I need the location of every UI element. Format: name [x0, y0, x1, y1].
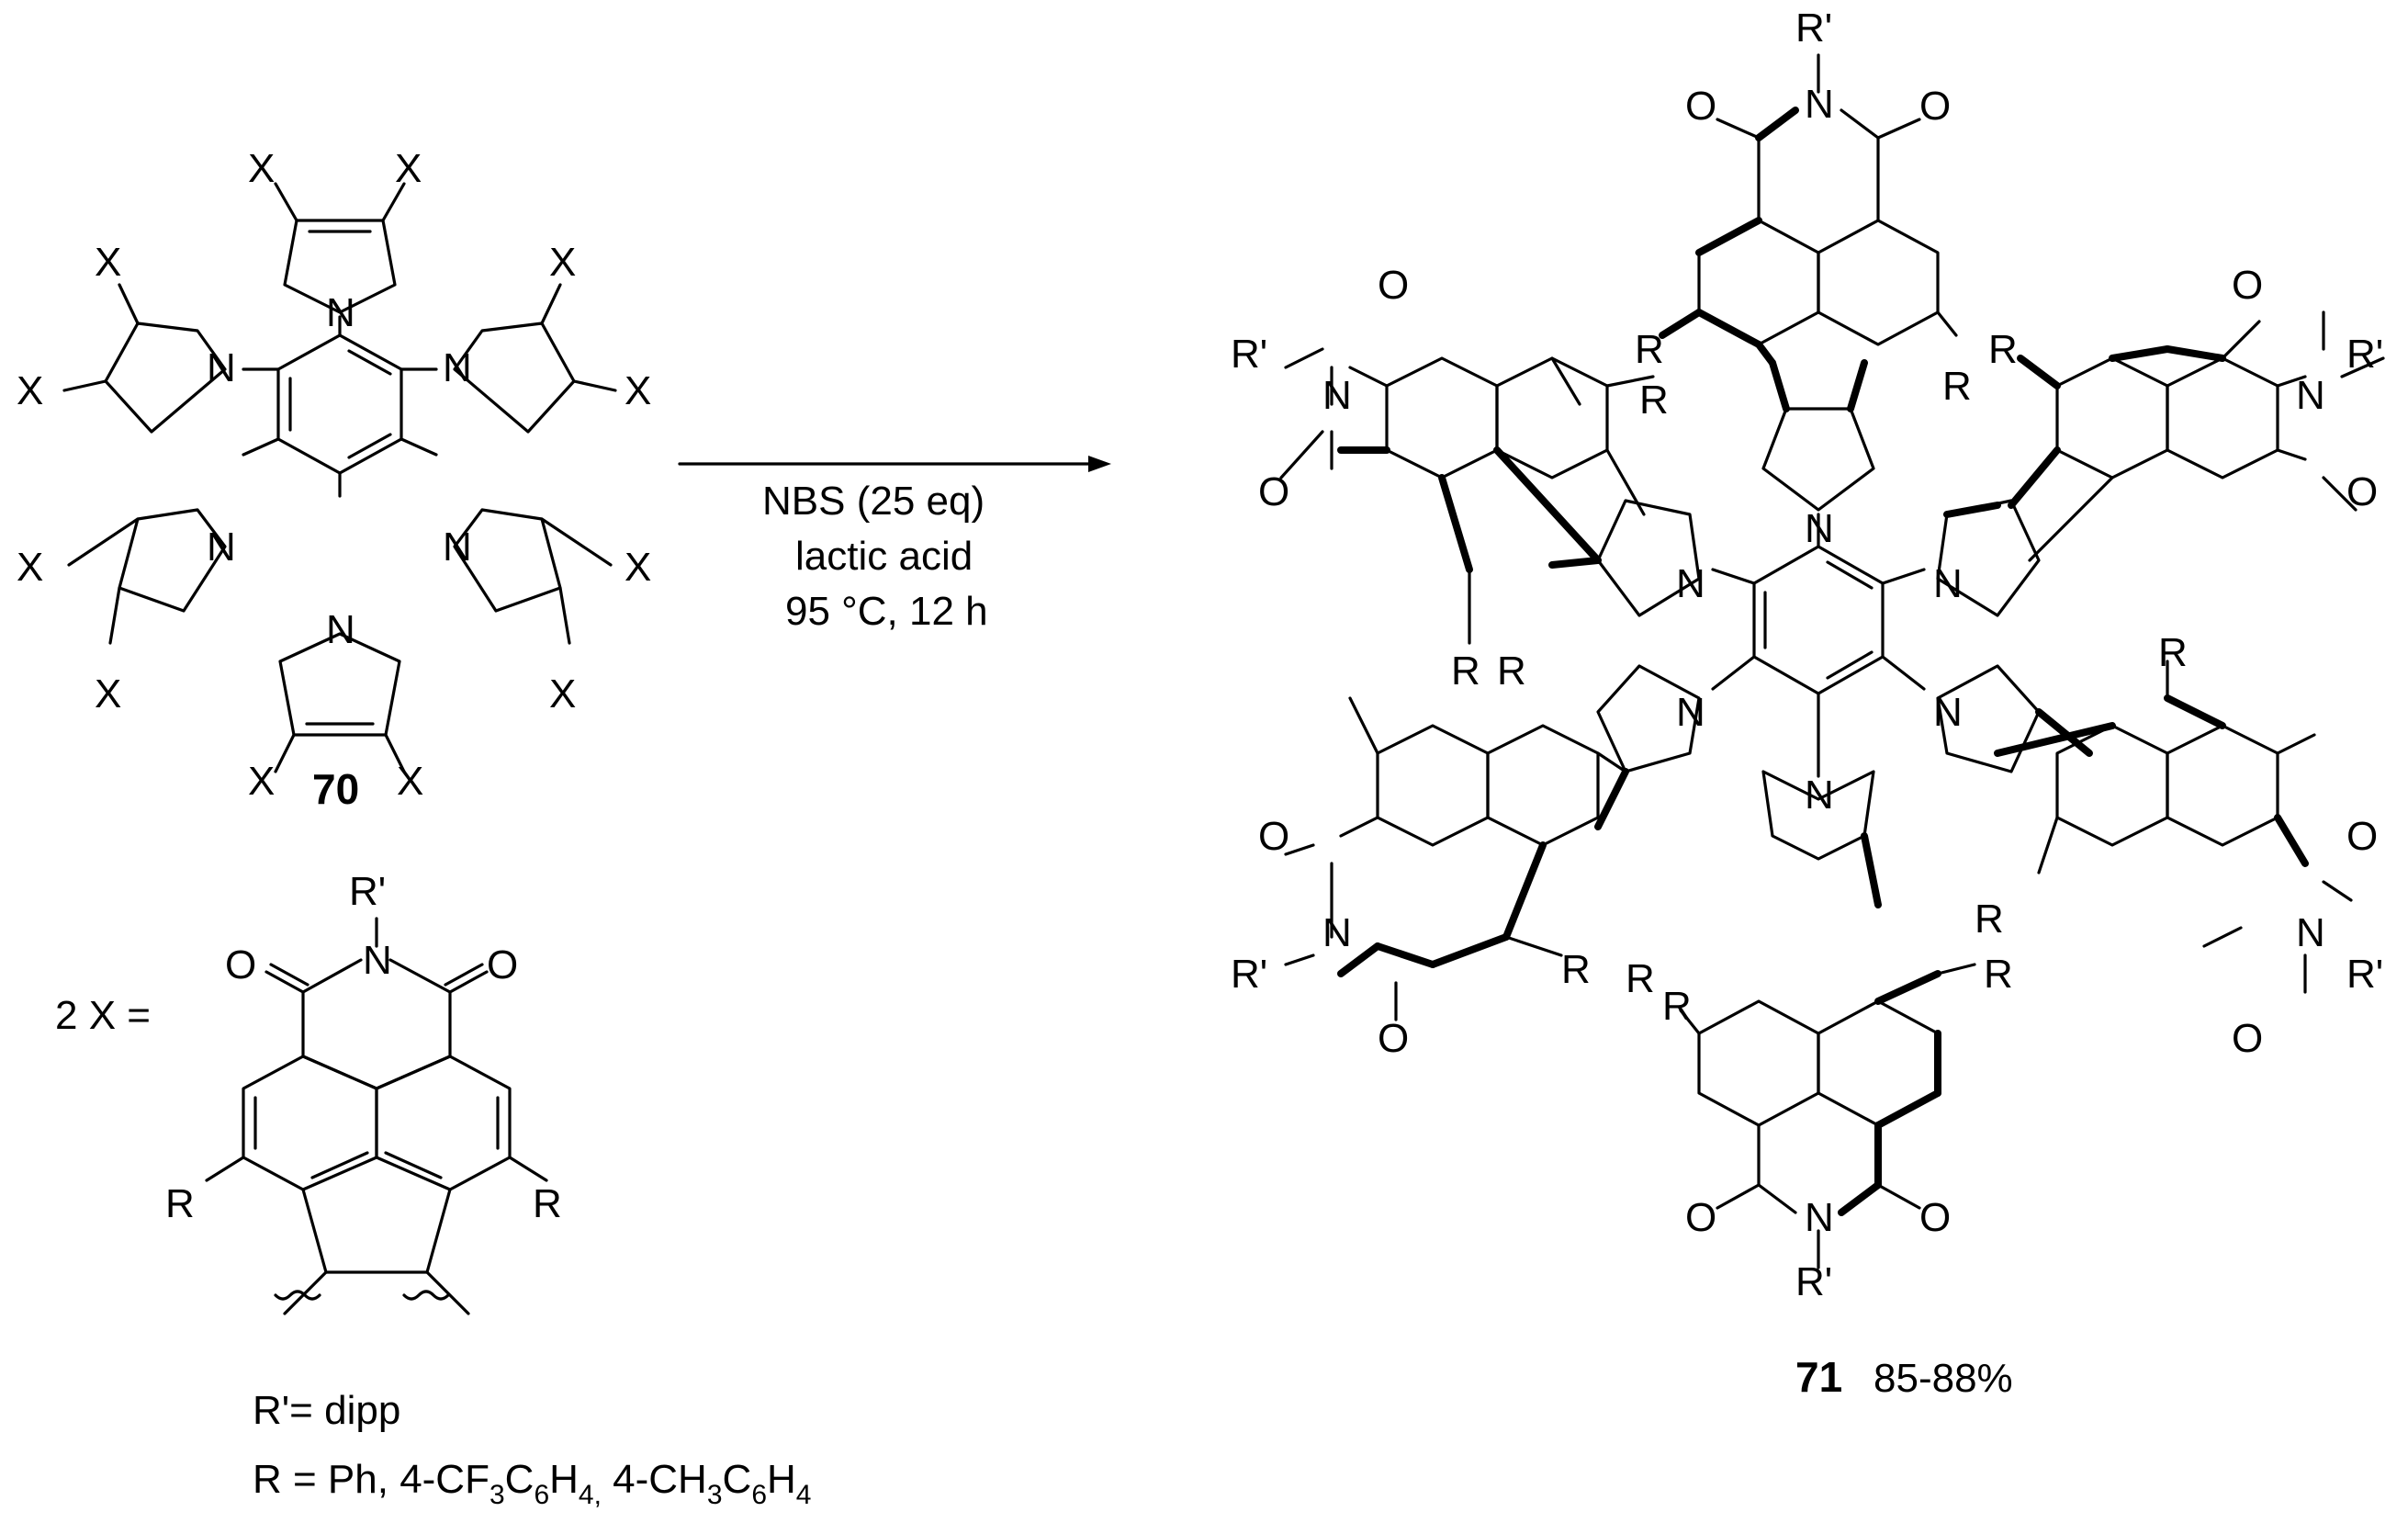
x-substituent-label: X	[549, 240, 576, 285]
r-group-label: R	[2158, 630, 2188, 675]
carbonyl-o-label: O	[1919, 84, 1951, 129]
n-atom-label: N	[1933, 561, 1963, 606]
imide-n-label: N	[1322, 910, 1352, 955]
r-prime-label: R'	[1795, 6, 1832, 51]
x-substituent-label: X	[95, 240, 121, 285]
carbonyl-o-label: O	[1685, 1195, 1716, 1240]
n-atom-label: N	[207, 525, 236, 570]
r-prime-label: R'	[1231, 952, 1267, 997]
legend-r-prime: R'= dipp	[253, 1388, 400, 1433]
r-group-label: R	[533, 1181, 562, 1226]
compound-number-70: 70	[312, 765, 359, 813]
carbonyl-o-label: O	[225, 942, 256, 987]
r-group-label: R	[165, 1181, 195, 1226]
carbonyl-o-label: O	[1378, 1016, 1409, 1061]
reactant-structure-70: N N N N N N X X X X X X X X X X X X 70	[17, 146, 651, 813]
n-atom-label: N	[207, 345, 236, 390]
x-substituent-label: X	[395, 146, 422, 191]
x-definition-prefix: 2 X =	[55, 993, 151, 1038]
r-group-label: R	[1497, 649, 1526, 694]
r-group-label: R	[1988, 327, 2018, 372]
r-group-label: R	[1942, 364, 1972, 409]
n-atom-label: N	[1676, 561, 1705, 606]
x-substituent-label: X	[95, 671, 121, 716]
n-atom-label: N	[1676, 690, 1705, 735]
n-atom-label: N	[326, 290, 355, 335]
r-prime-label: R'	[1231, 332, 1267, 377]
carbonyl-o-label: O	[2346, 814, 2378, 859]
r-prime-label: R'	[2346, 952, 2383, 997]
x-substituent-label: X	[625, 545, 651, 590]
carbonyl-o-label: O	[487, 942, 518, 987]
carbonyl-o-label: O	[1378, 263, 1409, 308]
r-group-label: R	[1451, 649, 1480, 694]
carbonyl-o-label: O	[2232, 263, 2263, 308]
x-substituent-label: X	[549, 671, 576, 716]
x-substituent-label: X	[397, 759, 423, 804]
r-group-label: R	[1975, 897, 2004, 942]
carbonyl-o-label: O	[1685, 84, 1716, 129]
product-structure-71: N N N N N N N N N N N N R' R' R' R' R' R…	[1231, 6, 2385, 1401]
reaction-arrow	[678, 456, 1111, 472]
r-prime-label: R'	[1795, 1259, 1832, 1304]
compound-number-71: 71	[1795, 1353, 1842, 1401]
r-group-label: R	[1984, 952, 2013, 997]
carbonyl-o-label: O	[2346, 469, 2378, 514]
carbonyl-o-label: O	[1258, 814, 1289, 859]
imide-n-label: N	[1805, 82, 1834, 127]
n-atom-label: N	[443, 345, 472, 390]
imide-n-label: N	[363, 938, 392, 983]
n-atom-label: N	[1933, 690, 1963, 735]
carbonyl-o-label: O	[1258, 469, 1289, 514]
imide-n-label: N	[1322, 373, 1352, 418]
r-group-label: R	[1635, 327, 1664, 372]
x-substituent-label: X	[17, 545, 43, 590]
n-atom-label: N	[443, 525, 472, 570]
n-atom-label: N	[326, 607, 355, 652]
imide-n-label: N	[2296, 373, 2325, 418]
r-prime-label: R'	[2346, 332, 2383, 377]
conditions-temperature-time: 95 °C, 12 h	[785, 589, 988, 634]
n-atom-label: N	[1805, 506, 1834, 551]
imide-n-label: N	[1805, 1195, 1834, 1240]
r-group-label: R	[1662, 984, 1692, 1029]
x-substituent-label: X	[248, 759, 275, 804]
x-substituent-label: X	[17, 368, 43, 413]
imide-r-prime-label: R'	[349, 869, 386, 914]
conditions-solvent: lactic acid	[795, 534, 973, 579]
carbonyl-o-label: O	[2232, 1016, 2263, 1061]
r-group-label: R	[1639, 378, 1669, 423]
x-substituent-label: X	[625, 368, 651, 413]
r-group-label: R	[1626, 956, 1655, 1001]
x-definition-structure: 2 X = R' N O O R R	[55, 869, 562, 1315]
imide-n-label: N	[2296, 910, 2325, 955]
r-group-label: R	[1561, 947, 1591, 992]
product-yield: 85-88%	[1874, 1356, 2013, 1401]
legend-r-definition: R = Ph, 4-CF3C6H4, 4-CH3C6H4	[253, 1457, 811, 1510]
n-atom-label: N	[1805, 773, 1834, 818]
carbonyl-o-label: O	[1919, 1195, 1951, 1240]
conditions-reagent: NBS (25 eq)	[762, 479, 985, 524]
x-substituent-label: X	[248, 146, 275, 191]
